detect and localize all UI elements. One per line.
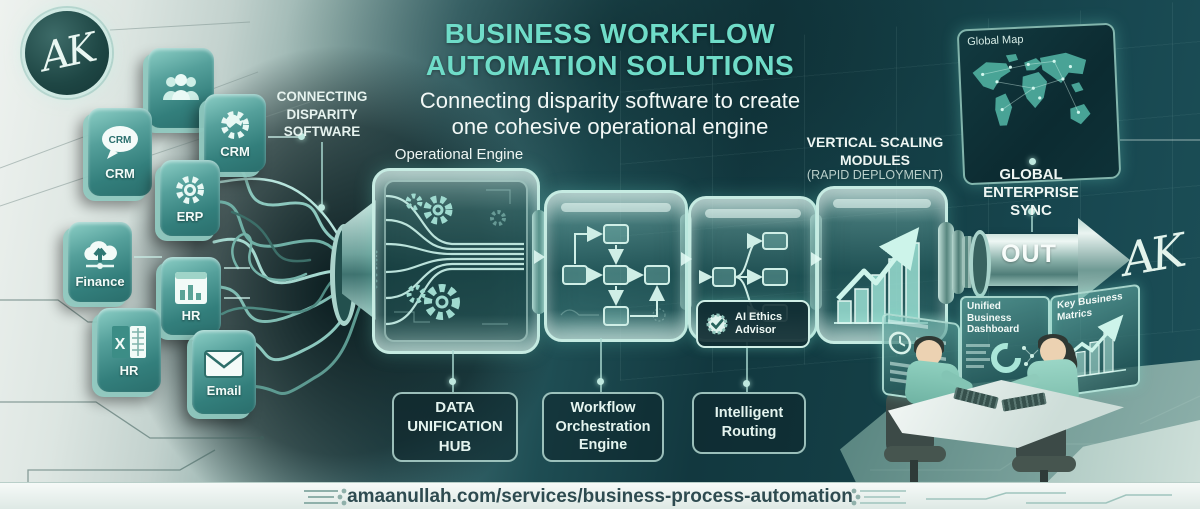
global-sync-caption: GLOBAL ENTERPRISE SYNC (983, 166, 1079, 219)
svg-text:X: X (115, 336, 126, 353)
global-map-panel: Global Map (956, 22, 1122, 186)
label-connector-line (452, 350, 454, 392)
tile-connector-line (268, 136, 300, 138)
label-connector-line (746, 342, 748, 392)
stage-label-data-unification: DATA UNIFICATION HUB (392, 392, 518, 462)
out-pipe (974, 234, 1080, 286)
website-url[interactable]: amaanullah.com/services/business-process… (347, 485, 853, 507)
envelope-icon (204, 349, 244, 378)
nozzle-ring (938, 222, 954, 304)
office-chair-pole (910, 460, 918, 486)
label-connector-dot (449, 378, 456, 385)
ak-logo: AK (22, 8, 112, 98)
label-connector-line (600, 338, 602, 392)
glass-highlight (833, 199, 931, 208)
team-icon (163, 74, 199, 100)
gear-icon (176, 175, 204, 204)
ai-ethics-badge-label: AI Ethics Advisor (735, 311, 783, 336)
flowchart-graphic (560, 224, 670, 326)
out-pipe-cap (969, 230, 991, 298)
app-tile-team (148, 48, 214, 128)
ak-signature: AK (1117, 223, 1186, 287)
app-tile-label: CRM (220, 143, 250, 159)
world-map-graphic (972, 52, 1091, 126)
out-label: OUT (1001, 240, 1057, 268)
ai-ethics-badge: AI Ethics Advisor (696, 300, 810, 348)
source-caption: CONNECTING DISPARITY SOFTWARE (276, 89, 368, 140)
gear-sync-icon (221, 110, 249, 139)
sync-connector-dot (1028, 208, 1035, 215)
dashboard-graphic (966, 342, 1039, 373)
app-tile-hr-sheet: X HR (97, 308, 161, 392)
bar-chart-icon (175, 271, 207, 304)
chamber-screen (384, 180, 528, 342)
engine-caption: Operational Engine (394, 146, 524, 163)
office-chair-seat (1012, 456, 1076, 472)
nozzle-ring (952, 230, 964, 294)
app-tile-hr-chart: HR (161, 257, 221, 335)
app-tile-erp: ERP (160, 160, 220, 236)
sync-connector-line (1031, 216, 1033, 232)
app-tile-label: HR (181, 307, 201, 323)
label-connector-dot (597, 378, 604, 385)
cloud-upload-icon (84, 240, 117, 269)
stage-label-intelligent-routing: Intelligent Routing (692, 392, 806, 454)
spreadsheet-icon: X (112, 325, 146, 358)
scaling-subcaption: (RAPID DEPLOYMENT) (806, 168, 944, 182)
page-subtitle: Connecting disparity software to create … (419, 88, 801, 140)
chat-bubble-icon: CRM (102, 125, 138, 159)
app-tile-label: CRM (105, 165, 135, 181)
tile-connector-line (224, 267, 250, 269)
glass-highlight (561, 203, 671, 212)
app-tile-crm-chat: CRM CRM (88, 108, 152, 196)
office-chair-seat (884, 446, 946, 462)
ak-logo-text: AK (36, 25, 98, 81)
scaling-caption: VERTICAL SCALING MODULES (806, 134, 944, 168)
gears-graphic (405, 193, 506, 320)
source-caption-line (321, 142, 323, 204)
dashboard-title: Unified Business Dashboard (967, 301, 1020, 335)
glass-highlight (705, 209, 801, 218)
footer-bar: amaanullah.com/services/business-process… (0, 482, 1200, 509)
chamber-workflow-orchestration (544, 190, 688, 342)
map-connector-dot (1029, 158, 1036, 165)
app-tile-label: Finance (75, 273, 125, 289)
tile-connector-dot (298, 133, 305, 140)
page-title: BUSINESS WORKFLOW AUTOMATION SOLUTIONS (425, 18, 795, 82)
certified-check-icon (706, 313, 728, 335)
tile-connector-line (134, 256, 162, 258)
footer-right-decor (851, 488, 1172, 506)
flow-arrow-icon (534, 250, 545, 264)
source-caption-dot (318, 204, 325, 211)
stage-label-workflow-orchestration: Workflow Orchestration Engine (542, 392, 664, 462)
app-tile-label: HR (119, 362, 139, 378)
app-tile-email: Email (192, 330, 256, 414)
growth-chart-graphic (834, 227, 928, 324)
footer-left-decor (304, 488, 347, 506)
flow-arrow-icon (681, 252, 692, 266)
tile-connector-line (224, 297, 250, 299)
app-tile-label: ERP (176, 208, 204, 224)
pipe-joint (532, 210, 546, 314)
chat-bubble-text: CRM (109, 135, 132, 146)
app-tile-finance: Finance (68, 222, 132, 302)
chamber-data-unification (372, 168, 540, 354)
app-tile-label: Email (206, 382, 242, 398)
flow-arrow-icon (811, 252, 822, 266)
data-unification-graphic (386, 189, 524, 326)
label-connector-dot (743, 380, 750, 387)
app-tile-crm-gear: CRM (204, 94, 266, 172)
